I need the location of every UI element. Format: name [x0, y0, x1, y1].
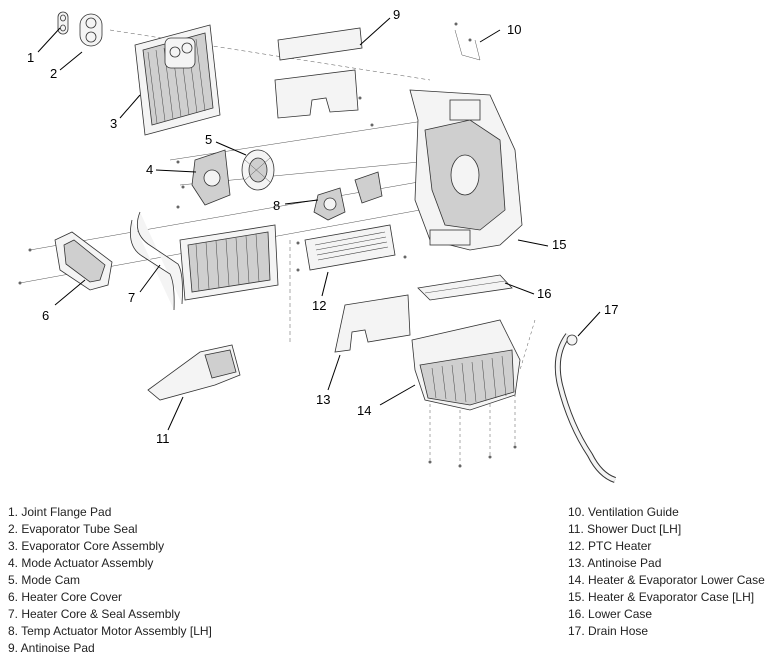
ventilation-guide: [454, 22, 481, 61]
leader-lines: [37, 17, 601, 431]
drain-hose: [554, 333, 617, 483]
legend-item: 9. Antinoise Pad: [8, 641, 95, 655]
heater-evaporator-case: [409, 89, 523, 251]
callout-11: 11: [156, 431, 170, 446]
callout-8: 8: [273, 198, 280, 213]
legend-item: 14. Heater & Evaporator Lower Case: [568, 573, 765, 587]
fasteners: [18, 96, 517, 468]
legend-item: 17. Drain Hose: [568, 624, 649, 638]
temp-actuator-motor-assembly: [313, 171, 383, 221]
legend-item: 4. Mode Actuator Assembly: [8, 556, 154, 570]
antinoise-pad-13: [334, 294, 411, 353]
joint-flange-pad: [57, 11, 69, 35]
legend-item: 1. Joint Flange Pad: [8, 505, 112, 519]
callout-14: 14: [357, 403, 371, 418]
legend-item: 6. Heater Core Cover: [8, 590, 123, 604]
callout-2: 2: [50, 66, 57, 81]
ptc-heater: [304, 224, 396, 271]
legend-item: 15. Heater & Evaporator Case [LH]: [568, 590, 755, 604]
legend-item: 5. Mode Cam: [8, 573, 81, 587]
mode-actuator-assembly: [191, 149, 231, 206]
callout-1: 1: [27, 50, 34, 65]
callout-13: 13: [316, 392, 330, 407]
callout-7: 7: [128, 290, 135, 305]
mode-cam: [241, 149, 275, 191]
legend-item: 16. Lower Case: [568, 607, 653, 621]
heater-evaporator-lower-case: [411, 319, 521, 411]
exploded-view-diagram: 1 2 3 4 5 6 7 8 9 10 11 12 13 14 15 16 1…: [18, 7, 618, 483]
legend-item: 12. PTC Heater: [568, 539, 652, 553]
callout-6: 6: [42, 308, 49, 323]
legend-item: 11. Shower Duct [LH]: [568, 522, 682, 536]
callout-3: 3: [110, 116, 117, 131]
shower-duct: [147, 344, 241, 401]
legend-item: 8. Temp Actuator Motor Assembly [LH]: [8, 624, 212, 638]
legend-item: 7. Heater Core & Seal Assembly: [8, 607, 181, 621]
legend-right-column: 10. Ventilation Guide 11. Shower Duct [L…: [568, 504, 765, 640]
legend-item: 13. Antinoise Pad: [568, 556, 662, 570]
legend-item: 10. Ventilation Guide: [568, 505, 679, 519]
legend-left-column: 1. Joint Flange Pad 2. Evaporator Tube S…: [8, 504, 212, 657]
evaporator-tube-seal: [79, 13, 103, 47]
callout-5: 5: [205, 132, 212, 147]
callout-10: 10: [507, 22, 521, 37]
legend-item: 2. Evaporator Tube Seal: [8, 522, 138, 536]
heater-core-cover: [54, 231, 113, 291]
callout-15: 15: [552, 237, 566, 252]
callout-9: 9: [393, 7, 400, 22]
callout-12: 12: [312, 298, 326, 313]
callout-labels: 1 2 3 4 5 6 7 8 9 10 11 12 13 14 15 16 1…: [27, 7, 618, 446]
lower-case: [417, 274, 513, 301]
evaporator-core-assembly: [134, 24, 221, 136]
antinoise-pad-9: [274, 27, 363, 119]
heater-core-assembly: [129, 211, 279, 311]
callout-4: 4: [146, 162, 153, 177]
callout-17: 17: [604, 302, 618, 317]
legend-item: 3. Evaporator Core Assembly: [8, 539, 165, 553]
callout-16: 16: [537, 286, 551, 301]
